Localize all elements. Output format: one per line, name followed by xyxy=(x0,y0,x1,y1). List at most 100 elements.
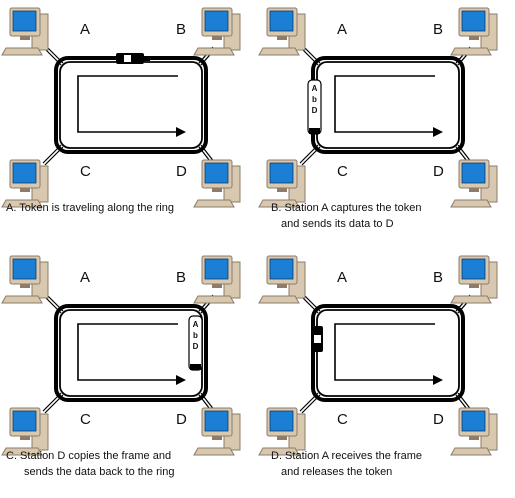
keyboard xyxy=(258,199,300,208)
flow-arrow xyxy=(334,323,435,381)
keyboard xyxy=(193,447,235,456)
station-label-d: D xyxy=(176,163,187,180)
computer-b xyxy=(193,7,241,56)
monitor-screen xyxy=(12,10,37,32)
frame-end xyxy=(190,364,201,370)
computer-a xyxy=(258,255,306,304)
frame-letter: A xyxy=(312,84,318,93)
monitor-screen xyxy=(269,258,294,280)
flow-arrowhead xyxy=(176,127,186,137)
computer-a xyxy=(258,7,306,56)
monitor-stand xyxy=(277,188,287,192)
monitor-stand xyxy=(469,36,479,40)
station-label-c: C xyxy=(80,163,91,180)
station-label-d: D xyxy=(433,411,444,428)
monitor-stand xyxy=(277,36,287,40)
monitor-screen xyxy=(461,410,486,432)
ring-inner xyxy=(59,61,203,149)
frame-letter: b xyxy=(193,331,198,340)
keyboard xyxy=(1,199,43,208)
station-label-b: B xyxy=(176,269,186,286)
keyboard xyxy=(450,199,492,208)
station-label-a: A xyxy=(80,269,90,286)
computer-a xyxy=(1,7,49,56)
monitor-screen xyxy=(12,162,37,184)
keyboard xyxy=(258,447,300,456)
monitor-stand xyxy=(20,36,30,40)
caption-line: sends the data back to the ring xyxy=(24,466,174,478)
monitor-stand xyxy=(212,188,222,192)
monitor-stand xyxy=(212,436,222,440)
data-frame: AbD xyxy=(307,79,322,135)
station-label-d: D xyxy=(433,163,444,180)
ring-outer xyxy=(54,304,208,402)
token-window xyxy=(124,55,131,62)
frame-letter: b xyxy=(312,95,317,104)
computer-b xyxy=(193,255,241,304)
monitor-screen xyxy=(461,10,486,32)
station-label-a: A xyxy=(337,21,347,38)
flow-arrowhead xyxy=(433,375,443,385)
keyboard xyxy=(450,47,492,56)
frame-letter: A xyxy=(193,320,199,329)
station-label-d: D xyxy=(176,411,187,428)
monitor-stand xyxy=(20,436,30,440)
ring-outer xyxy=(311,304,465,402)
computer-b xyxy=(450,255,498,304)
flow-arrow xyxy=(77,323,178,381)
computer-c xyxy=(258,159,306,208)
station-label-b: B xyxy=(176,21,186,38)
frame-end xyxy=(309,128,320,134)
keyboard xyxy=(1,447,43,456)
computer-c xyxy=(1,159,49,208)
station-label-a: A xyxy=(337,269,347,286)
keyboard xyxy=(193,199,235,208)
keyboard xyxy=(193,295,235,304)
monitor-screen xyxy=(269,10,294,32)
token xyxy=(312,326,323,352)
caption-line: A. Token is traveling along the ring xyxy=(6,202,174,214)
caption-line: B. Station A captures the token xyxy=(271,202,421,214)
flow-arrow xyxy=(334,75,435,133)
token xyxy=(116,53,150,64)
monitor-screen xyxy=(269,162,294,184)
computer-d xyxy=(450,407,498,456)
monitor-stand xyxy=(20,284,30,288)
ring-inner xyxy=(59,309,203,397)
monitor-stand xyxy=(212,284,222,288)
flow-arrowhead xyxy=(433,127,443,137)
flow-arrowhead xyxy=(176,375,186,385)
keyboard xyxy=(1,295,43,304)
token-tip xyxy=(144,56,150,61)
station-label-b: B xyxy=(433,21,443,38)
keyboard xyxy=(450,447,492,456)
computer-d xyxy=(193,159,241,208)
keyboard xyxy=(258,295,300,304)
monitor-screen xyxy=(12,410,37,432)
monitor-stand xyxy=(20,188,30,192)
caption-line: D. Station A receives the frame xyxy=(271,450,422,462)
ring-inner xyxy=(316,61,460,149)
caption-line: C. Station D copies the frame and xyxy=(6,450,171,462)
monitor-stand xyxy=(469,284,479,288)
monitor-stand xyxy=(277,284,287,288)
keyboard xyxy=(258,47,300,56)
computer-c xyxy=(258,407,306,456)
monitor-screen xyxy=(204,10,229,32)
computer-d xyxy=(450,159,498,208)
caption-line: and releases the token xyxy=(281,466,392,478)
station-label-b: B xyxy=(433,269,443,286)
monitor-screen xyxy=(461,258,486,280)
computer-b xyxy=(450,7,498,56)
computer-d xyxy=(193,407,241,456)
station-label-c: C xyxy=(80,411,91,428)
computer-a xyxy=(1,255,49,304)
monitor-stand xyxy=(469,436,479,440)
monitor-stand xyxy=(277,436,287,440)
caption-line: and sends its data to D xyxy=(281,218,394,230)
